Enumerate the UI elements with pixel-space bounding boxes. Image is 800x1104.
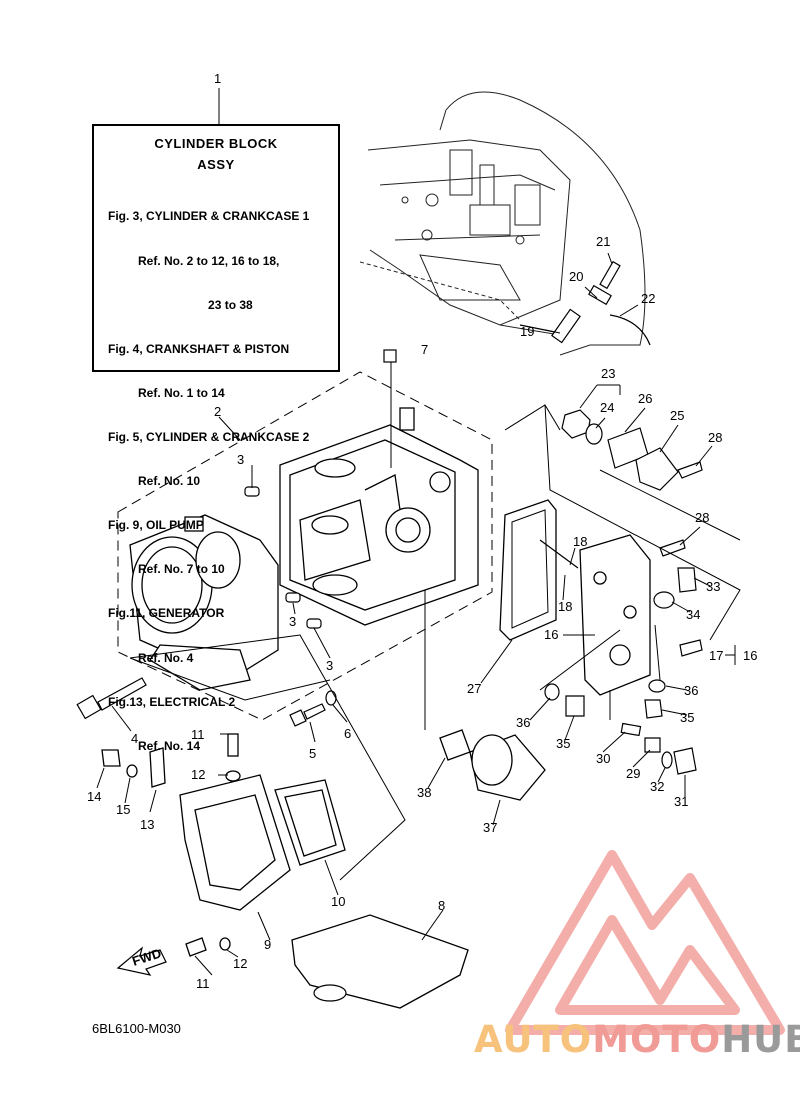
callout-26: 26 xyxy=(638,391,652,406)
callout-14: 14 xyxy=(87,789,101,804)
ref-line: Ref. No. 14 xyxy=(108,738,201,753)
watermark-part1: AUTO xyxy=(474,1018,593,1061)
ref-line: Ref. No. 2 to 12, 16 to 18, xyxy=(108,253,280,268)
ref-line: Fig. 4, CRANKSHAFT & PISTON xyxy=(108,341,290,356)
cylinder-block xyxy=(279,407,479,626)
ref-line: Fig.13, ELECTRICAL 2 xyxy=(108,694,236,709)
callout-3c: 3 xyxy=(326,658,333,673)
diagram-code: 6BL6100-M030 xyxy=(92,1021,181,1036)
oil-filter xyxy=(439,729,546,801)
callout-20: 20 xyxy=(569,269,583,284)
hose-parts xyxy=(519,260,651,346)
callout-22: 22 xyxy=(641,291,655,306)
callout-17: 17 xyxy=(709,648,723,663)
gasket-27 xyxy=(499,499,557,641)
callout-31: 31 xyxy=(674,794,688,809)
ref-line: 23 to 38 xyxy=(108,297,253,312)
oil-pan-8 xyxy=(291,914,469,1009)
ref-line: Ref. No. 7 to 10 xyxy=(108,562,225,577)
ref-line: Fig.11, GENERATOR xyxy=(108,606,225,621)
callout-24: 24 xyxy=(600,400,614,415)
gasket-27-inner xyxy=(511,509,549,629)
callout-35b: 35 xyxy=(680,710,694,725)
callout-18a: 18 xyxy=(573,534,587,549)
callout-5: 5 xyxy=(309,746,316,761)
callout-29: 29 xyxy=(626,766,640,781)
callout-35a: 35 xyxy=(556,736,570,751)
callout-4: 4 xyxy=(131,731,138,746)
callout-16a: 16 xyxy=(544,627,558,642)
callout-27: 27 xyxy=(467,681,481,696)
callout-19: 19 xyxy=(520,324,534,339)
callout-28a: 28 xyxy=(708,430,722,445)
watermark-text: AUTOMOTOHUB xyxy=(474,1018,800,1061)
callout-30: 30 xyxy=(596,751,610,766)
oil-pan-port xyxy=(313,984,347,1002)
callout-8: 8 xyxy=(438,898,445,913)
pin-18 xyxy=(539,539,579,569)
cover-and-gaskets xyxy=(101,733,346,957)
callout-10: 10 xyxy=(331,894,345,909)
drain-parts xyxy=(544,679,697,775)
callout-2: 2 xyxy=(214,404,221,419)
bolts-4-5-6 xyxy=(76,677,337,727)
callout-12a: 12 xyxy=(191,767,205,782)
callout-36a: 36 xyxy=(516,715,530,730)
callout-11a: 11 xyxy=(191,727,205,742)
callout-32: 32 xyxy=(650,779,664,794)
callout-34: 34 xyxy=(686,607,700,622)
callout-12b: 12 xyxy=(233,956,247,971)
ref-line: Ref. No. 4 xyxy=(108,650,194,665)
callout-38: 38 xyxy=(417,785,431,800)
ref-box-lines: Fig. 3, CYLINDER & CRANKCASE 1 Ref. No. … xyxy=(108,180,309,783)
cover-16 xyxy=(579,534,651,696)
ref-line: Fig. 9, OIL PUMP xyxy=(108,518,204,533)
plug-7 xyxy=(383,349,397,363)
callout-1: 1 xyxy=(214,71,221,86)
callout-28b: 28 xyxy=(695,510,709,525)
callout-13: 13 xyxy=(140,817,154,832)
ref-line: Fig. 3, CYLINDER & CRANKCASE 1 xyxy=(108,209,310,224)
leader-lines xyxy=(96,252,741,976)
callout-37: 37 xyxy=(483,820,497,835)
callout-7: 7 xyxy=(421,342,428,357)
watermark-part2: MOTO xyxy=(592,1018,722,1061)
cylinder-block-group-outline xyxy=(117,371,493,721)
callout-11b: 11 xyxy=(196,976,210,991)
ref-box-subtitle: ASSY xyxy=(197,157,235,172)
engine-top-outline xyxy=(359,91,646,356)
reference-box: CYLINDER BLOCK ASSY Fig. 3, CYLINDER & C… xyxy=(92,124,340,753)
callout-16b: 16 xyxy=(743,648,757,663)
ref-line: Ref. No. 10 xyxy=(108,474,201,489)
callout-6: 6 xyxy=(344,726,351,741)
callout-33: 33 xyxy=(706,579,720,594)
callout-18b: 18 xyxy=(558,599,572,614)
watermark-part3: HUB xyxy=(721,1018,800,1061)
fwd-arrow-icon xyxy=(116,946,167,976)
callout-3b: 3 xyxy=(289,614,296,629)
ref-box-title: CYLINDER BLOCK xyxy=(154,136,278,151)
cylinder-head xyxy=(129,514,279,691)
callout-9: 9 xyxy=(264,937,271,952)
ref-line: Ref. No. 1 to 14 xyxy=(108,385,225,400)
callout-23: 23 xyxy=(601,366,615,381)
callout-36b: 36 xyxy=(684,683,698,698)
watermark-logo xyxy=(505,850,785,1035)
callout-15: 15 xyxy=(116,802,130,817)
callout-3a: 3 xyxy=(237,452,244,467)
callout-25: 25 xyxy=(670,408,684,423)
ref-line: Fig. 5, CYLINDER & CRANKCASE 2 xyxy=(108,429,310,444)
callout-21: 21 xyxy=(596,234,610,249)
